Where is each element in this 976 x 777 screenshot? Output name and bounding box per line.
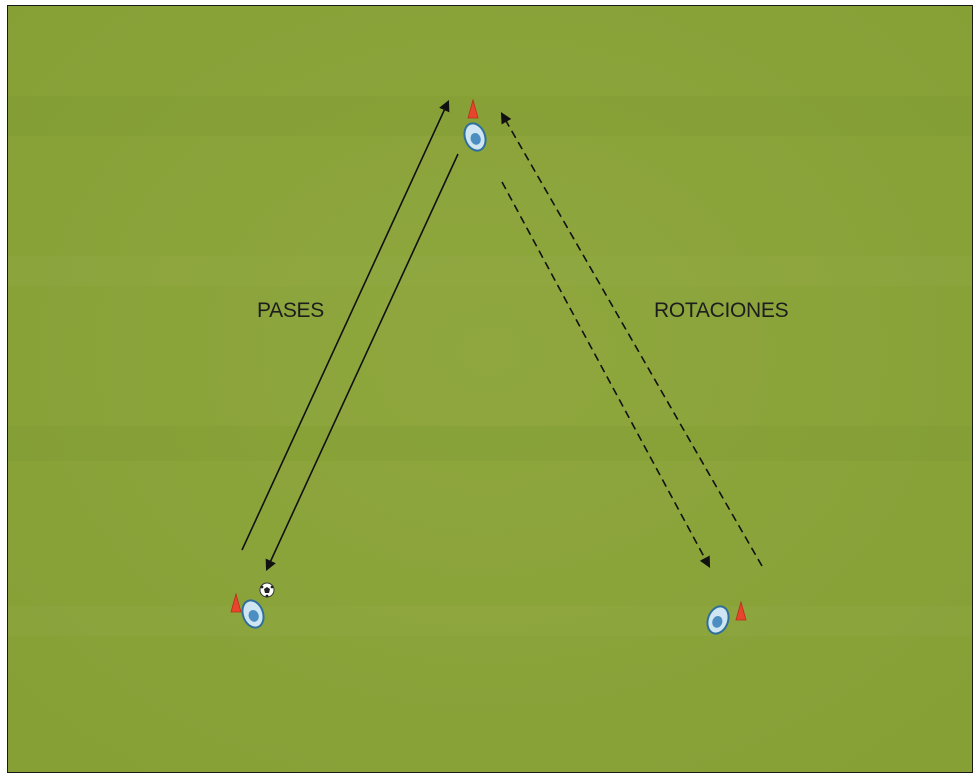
pass-arrow-up (241, 99, 450, 551)
ball-icon (259, 582, 275, 598)
grass-texture (8, 96, 972, 636)
cone-icon (735, 600, 747, 621)
diagram-frame: PASES ROTACIONES (7, 5, 973, 773)
player-icon (463, 122, 487, 152)
cone-icon (230, 592, 242, 613)
pass-arrow-down (265, 153, 459, 572)
training-field (8, 6, 972, 772)
cone-icon (467, 98, 479, 119)
player-icon (706, 605, 730, 635)
rotaciones-label: ROTACIONES (654, 299, 789, 322)
rotation-arrow-up (500, 112, 763, 567)
rotation-arrow-down (501, 181, 711, 568)
pases-label: PASES (257, 299, 324, 322)
grass-background (8, 6, 972, 772)
player-icon (241, 599, 265, 629)
